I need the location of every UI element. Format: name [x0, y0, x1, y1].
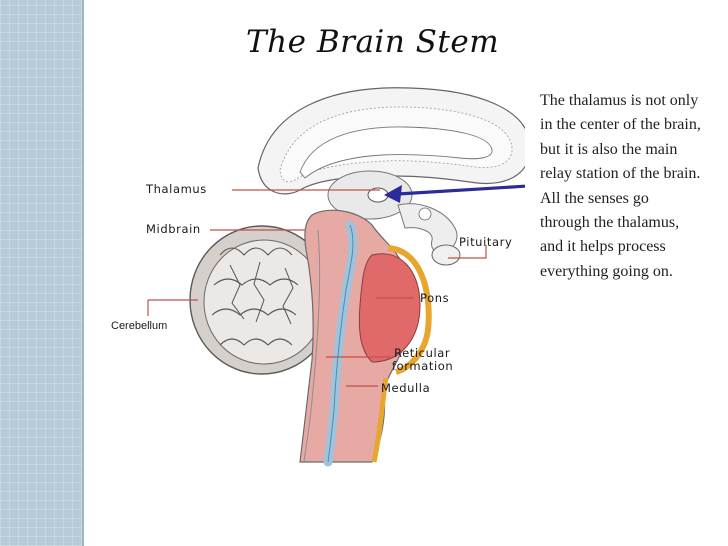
label-midbrain: Midbrain — [146, 222, 201, 236]
label-medulla: Medulla — [381, 381, 431, 395]
decorative-side-strip — [0, 0, 84, 546]
slide-title: The Brain Stem — [246, 24, 500, 60]
thalamus-arrow — [384, 184, 525, 203]
label-reticular-line2: formation — [392, 359, 454, 373]
brain-stem-diagram — [147, 87, 525, 467]
label-thalamus: Thalamus — [146, 182, 207, 196]
cerebellum — [189, 225, 335, 375]
label-reticular-line1: Reticular — [394, 346, 451, 360]
corpus-callosum — [257, 87, 525, 195]
label-pons: Pons — [420, 291, 450, 305]
brain-stem — [299, 209, 432, 467]
pituitary-gland — [397, 203, 461, 266]
leader-lines — [147, 189, 487, 387]
label-cerebellum: Cerebellum — [110, 319, 169, 334]
thalamus-description: The thalamus is not only in the center o… — [540, 92, 701, 280]
label-pituitary: Pituitary — [459, 235, 513, 249]
